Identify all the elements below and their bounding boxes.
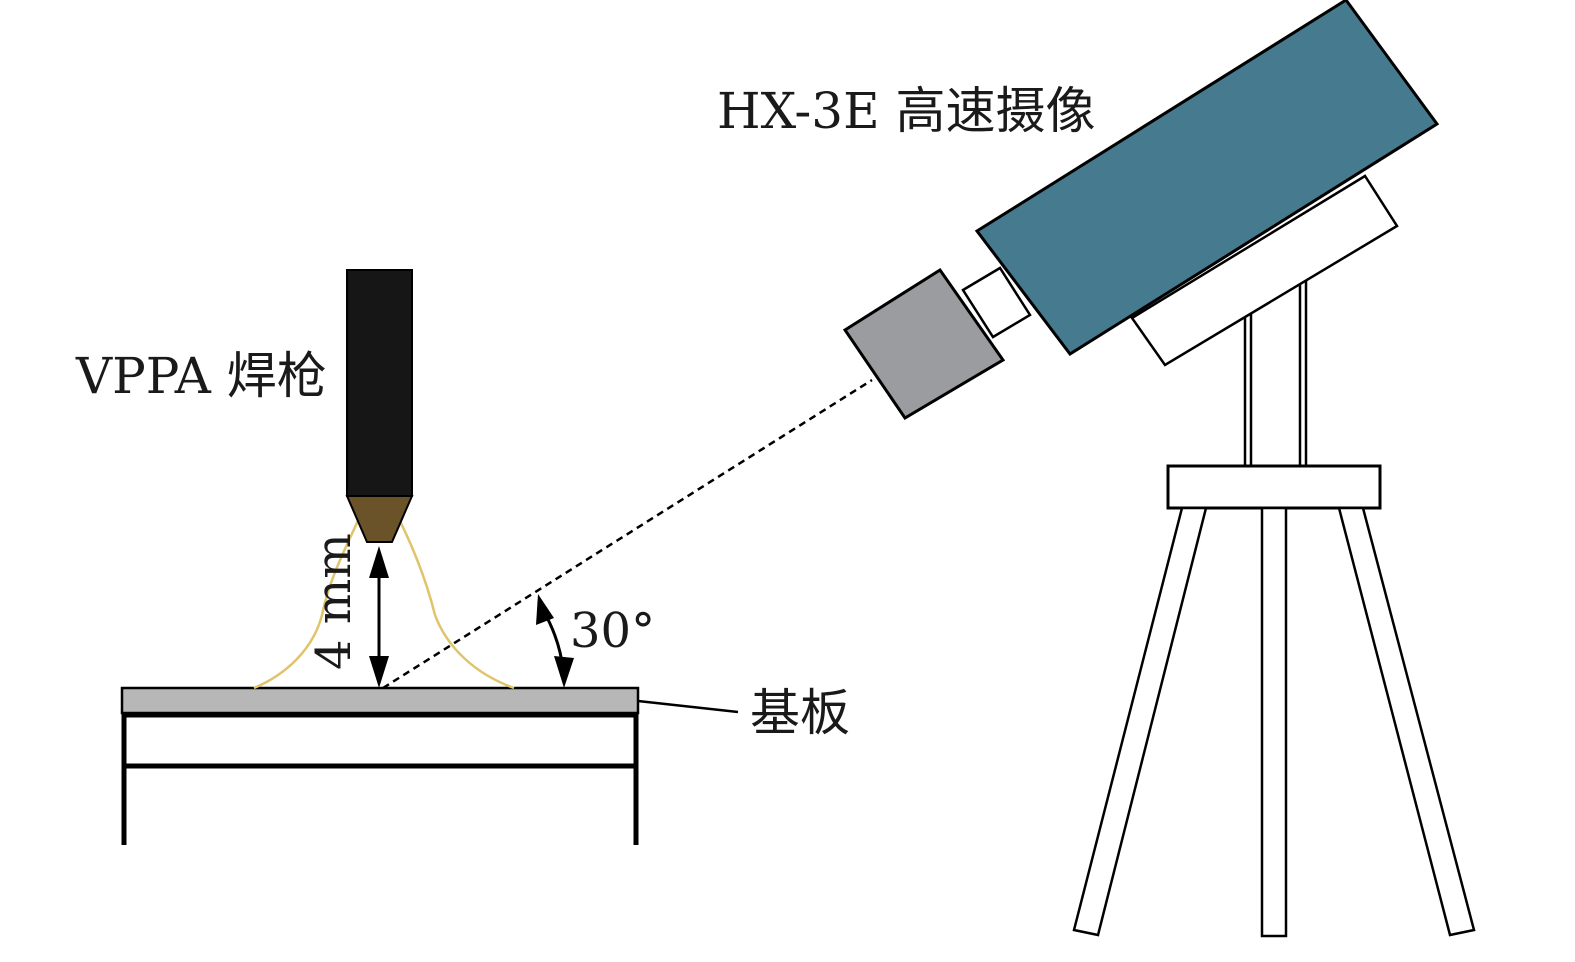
substrate-leader-line: [637, 699, 739, 714]
torch-nozzle: [345, 495, 414, 543]
camera-sight-line: [382, 378, 873, 690]
camera-body: [974, 0, 1440, 357]
substrate-label: 基板: [750, 684, 850, 742]
angle-arrow: [536, 594, 574, 688]
distance-arrowhead-top: [369, 546, 389, 578]
angle-label: 30°: [570, 603, 655, 659]
tripod-leg-left: [1072, 506, 1208, 937]
distance-label: 4 mm: [306, 533, 362, 670]
angle-arrowhead-bottom: [554, 656, 574, 688]
tripod-leg-center: [1260, 506, 1288, 938]
standoff-distance-arrow: [369, 546, 389, 688]
camera-label: HX-3E 高速摄像: [717, 82, 1096, 140]
high-speed-camera: [842, 0, 1440, 421]
distance-arrowhead-bottom: [369, 656, 389, 688]
arc-left-edge: [253, 504, 367, 690]
camera-connector-tube: [961, 266, 1032, 339]
torch-body: [346, 269, 413, 497]
tripod-head-plate: [1166, 464, 1382, 510]
camera-mount-plate: [1130, 174, 1399, 367]
tripod-leg-right: [1337, 506, 1476, 937]
vppa-torch: [345, 269, 414, 543]
tripod-post-right: [1298, 278, 1308, 469]
substrate-plate: [120, 686, 640, 715]
tripod: [1072, 278, 1476, 938]
torch-label: VPPA 焊枪: [75, 347, 327, 405]
camera-lens-box: [842, 267, 1006, 421]
welding-table: [121, 712, 639, 845]
angle-arrowhead-top: [536, 594, 554, 625]
arc-right-edge: [390, 504, 515, 690]
plasma-arc: [253, 504, 515, 690]
